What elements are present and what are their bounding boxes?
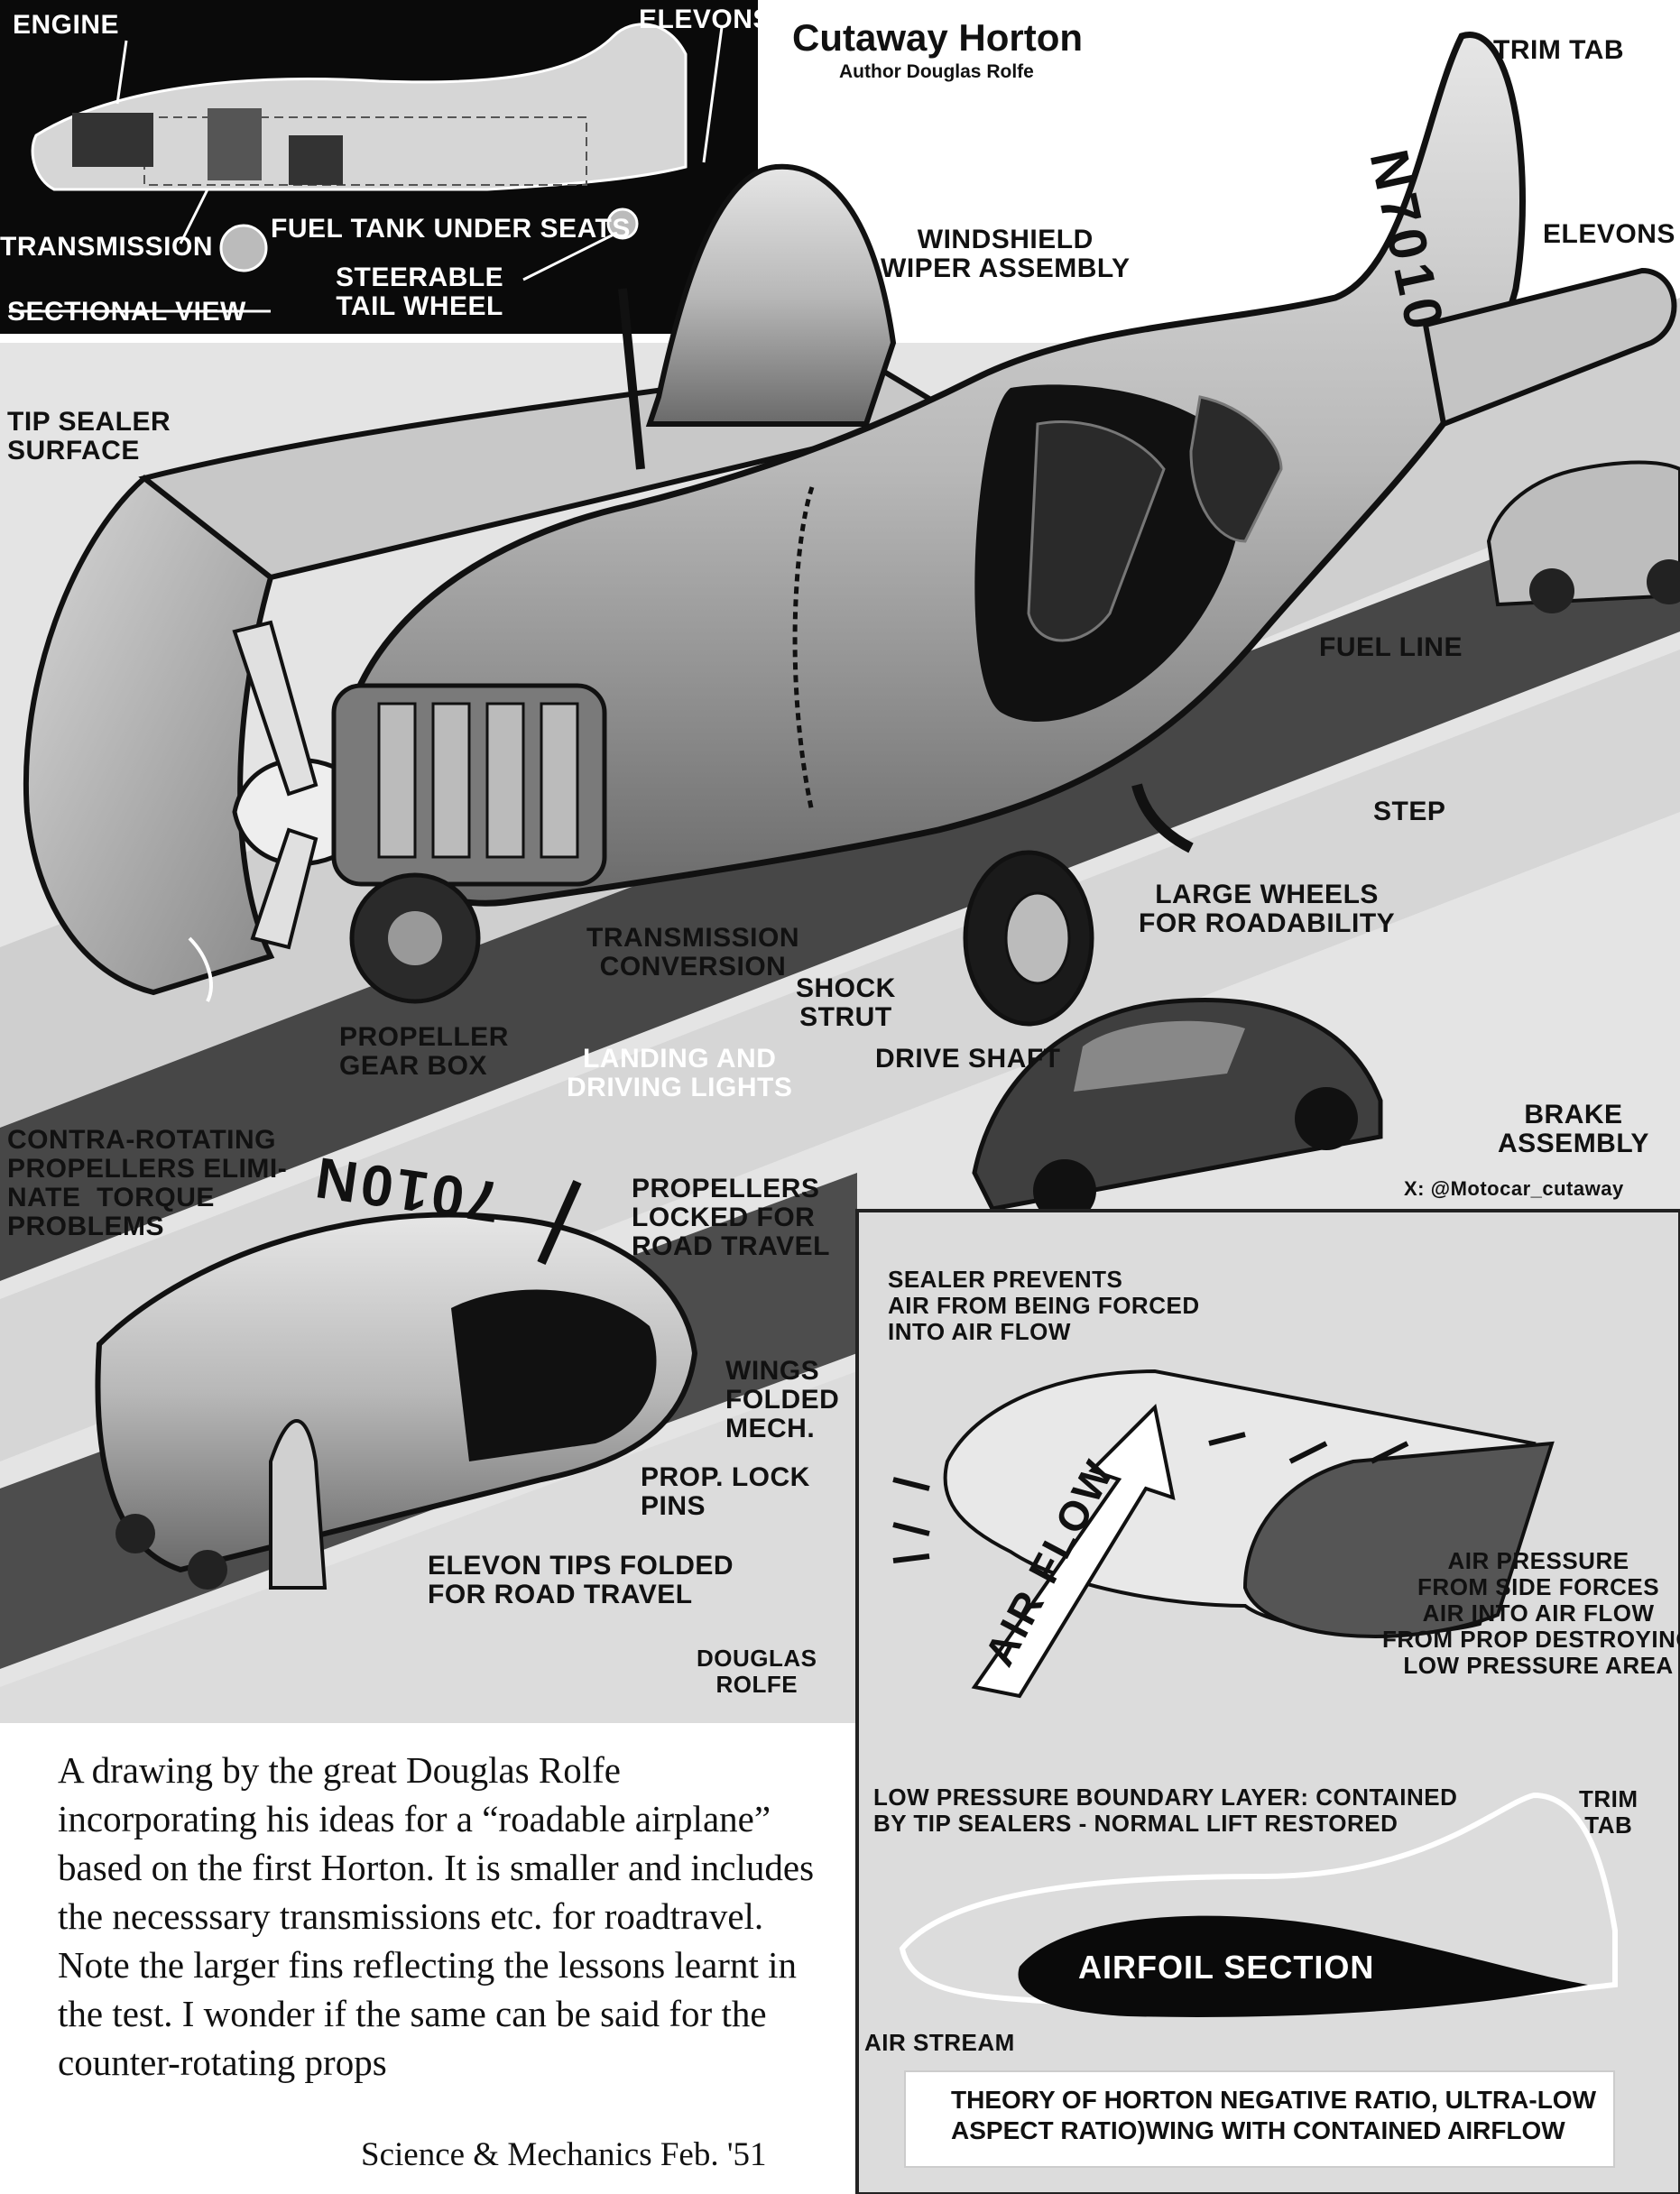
label-prop-lock-pins: PROP. LOCK PINS [641,1462,810,1521]
label-tail-wheel: STEERABLE TAIL WHEEL [336,263,504,321]
label-transmission-conversion: TRANSMISSION CONVERSION [586,923,800,982]
artist-signature: DOUGLAS ROLFE [697,1645,817,1698]
roadable-vehicle-folded [95,1179,698,1590]
label-propeller-gear-box: PROPELLER GEAR BOX [339,1022,509,1081]
label-sealer-prevents: SEALER PREVENTS AIR FROM BEING FORCED IN… [888,1266,1200,1345]
credit-handle: X: @Motocar_cutaway [1404,1177,1624,1200]
label-shock-strut: SHOCK STRUT [796,973,896,1032]
main-wheel [963,783,1194,1027]
label-props-locked: PROPELLERS LOCKED FOR ROAD TRAVEL [632,1174,830,1261]
label-sectional-view: SECTIONAL VIEW [7,297,246,327]
car-distant [1486,460,1680,613]
label-airfoil-section: AIRFOIL SECTION [1078,1949,1375,1986]
car-near [972,998,1383,1222]
label-step: STEP [1373,797,1446,826]
label-wings-folded: WINGS FOLDED MECH. [725,1356,840,1443]
airflow-panel [855,1209,1680,2194]
fuselage [339,32,1526,907]
label-engine: ENGINE [13,10,120,40]
label-drive-shaft: DRIVE SHAFT [875,1044,1061,1074]
sectional-view-inset [0,0,758,334]
label-contra-rotating: CONTRA-ROTATING PROPELLERS ELIMI- NATE T… [7,1125,288,1241]
right-elevon [1422,267,1677,429]
center-fin [618,163,897,470]
label-air-stream: AIR STREAM [864,2029,1015,2056]
author-credit: Author Douglas Rolfe [839,61,1034,82]
source-citation: Science & Mechanics Feb. '51 [361,2136,767,2173]
label-landing-lights: LANDING AND DRIVING LIGHTS [567,1044,793,1102]
label-windshield-wiper: WINDSHIELD WIPER ASSEMBLY [881,225,1131,283]
label-fuel-line: FUEL LINE [1319,632,1463,662]
label-elevon-tips: ELEVON TIPS FOLDED FOR ROAD TRAVEL [428,1551,734,1609]
caption-text: A drawing by the great Douglas Rolfe inc… [58,1749,815,2083]
label-air-pressure: AIR PRESSURE FROM SIDE FORCES AIR INTO A… [1382,1547,1680,1679]
label-low-pressure: LOW PRESSURE BOUNDARY LAYER: CONTAINED B… [873,1784,1458,1837]
label-elevons: ELEVONS [1543,219,1675,249]
label-transmission: TRANSMISSION [0,232,214,262]
label-brake-assembly: BRAKE ASSEMBLY [1498,1100,1649,1158]
label-tip-sealer: TIP SEALER SURFACE [7,407,171,466]
label-trim-tab: TRIM TAB [1493,35,1625,65]
label-trim-tab-panel: TRIM TAB [1579,1785,1638,1839]
label-large-wheels: LARGE WHEELS FOR ROADABILITY [1139,880,1396,938]
page-title: Cutaway Horton [792,16,1084,59]
engine-propeller [232,620,607,1004]
label-elevons-sectional: ELEVONS [639,5,771,34]
theory-caption-box: THEORY OF HORTON NEGATIVE RATIO, ULTRA-L… [904,2070,1615,2168]
label-fuel-tank: FUEL TANK UNDER SEATS [271,214,631,244]
